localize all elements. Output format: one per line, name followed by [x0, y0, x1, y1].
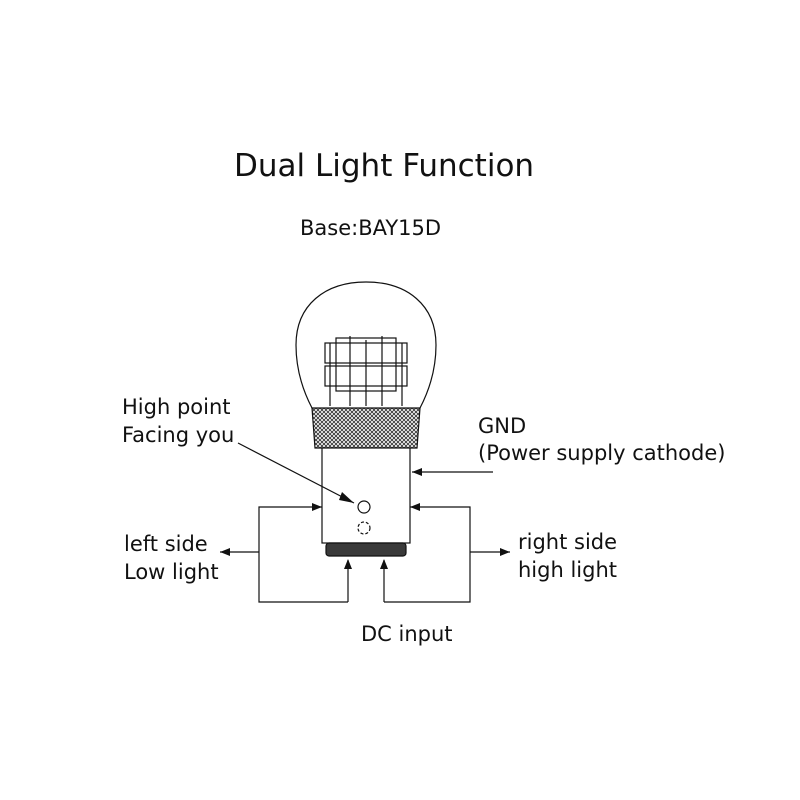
left-wire	[258, 506, 348, 603]
right-side-label-line2: high light	[518, 558, 618, 582]
gnd-label-line2: (Power supply cathode)	[478, 441, 726, 465]
right-side-label-line1: right side	[518, 530, 618, 554]
high-point-label-line1: High point	[122, 395, 231, 419]
bulb-glass	[295, 281, 437, 409]
left-contact-arrowhead	[344, 559, 352, 569]
high-point-leader-line	[237, 442, 355, 504]
high-point-arrowhead	[339, 492, 354, 503]
bulb-collar	[311, 407, 421, 449]
bulb-base	[321, 447, 411, 544]
base-contact-cap	[325, 542, 407, 557]
right-contact-arrowhead	[380, 559, 388, 569]
gnd-label-line1: GND	[478, 414, 527, 438]
led-cluster	[324, 336, 408, 406]
high-point-label-line2: Facing you	[122, 423, 235, 447]
left-base-arrowhead	[312, 503, 322, 511]
right-wire	[384, 506, 471, 603]
right-base-arrowhead	[410, 503, 420, 511]
bulb	[295, 281, 437, 557]
left-side-label-line2: Low light	[124, 560, 219, 584]
wiring	[220, 442, 510, 603]
left-output-arrowhead	[220, 548, 230, 556]
right-output-arrowhead	[500, 548, 510, 556]
high-point-pin	[357, 500, 371, 514]
base-type-label: Base:BAY15D	[300, 216, 442, 240]
dc-input-label: DC input	[361, 622, 453, 646]
diagram-title: Dual Light Function	[234, 148, 535, 184]
gnd-arrowhead	[412, 468, 422, 476]
left-side-label-line1: left side	[124, 532, 208, 556]
rear-pin	[357, 521, 371, 535]
